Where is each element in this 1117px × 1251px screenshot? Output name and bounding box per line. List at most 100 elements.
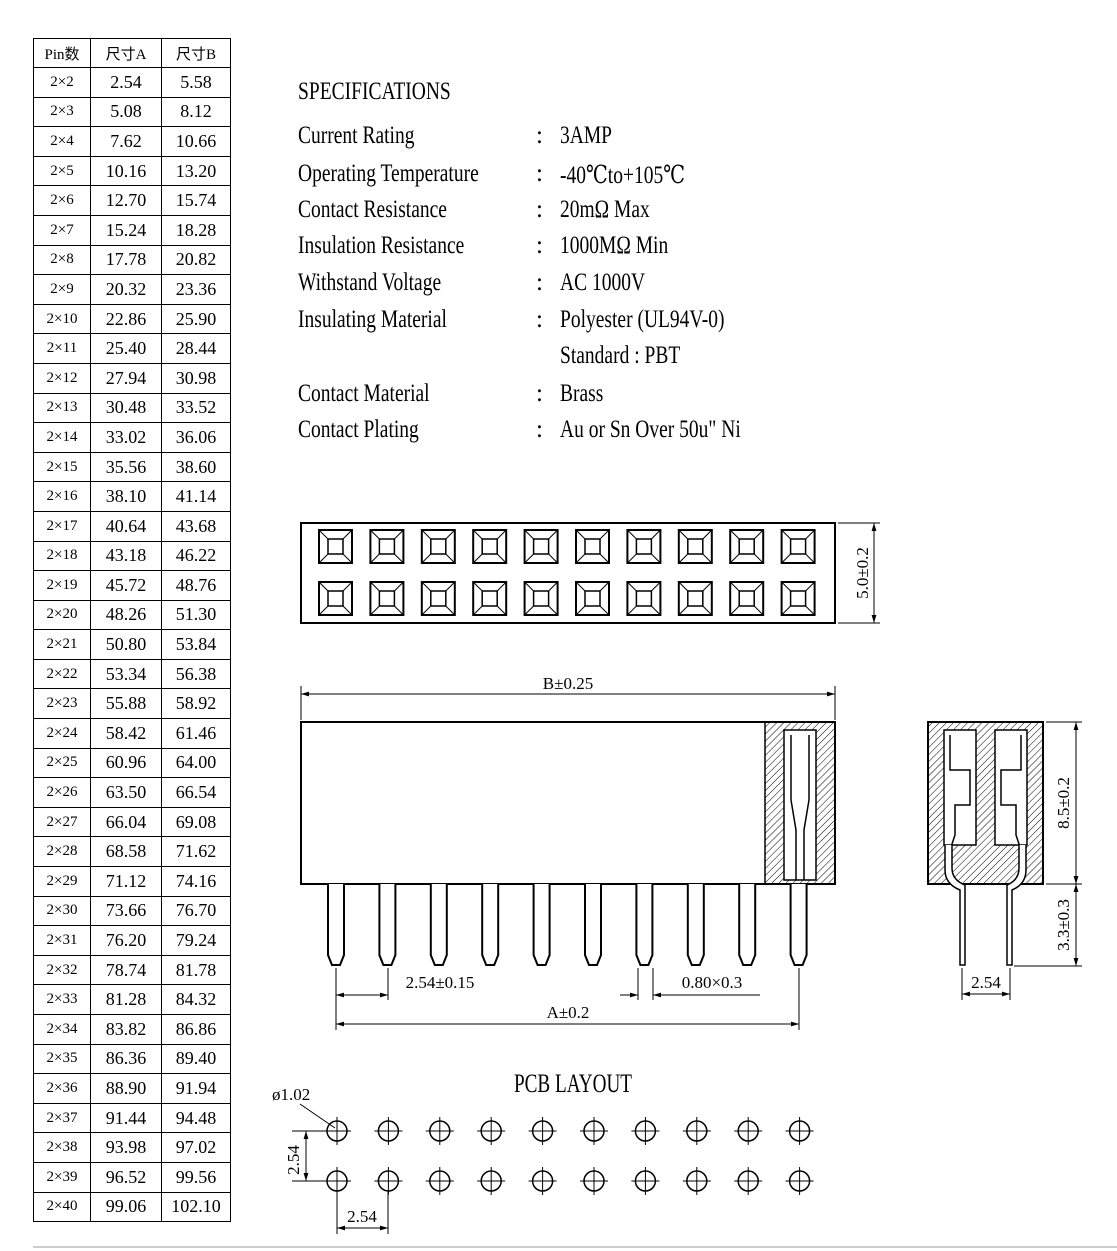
cell-pin-count: 2×38 [33,1132,91,1163]
contact-cell [523,529,559,564]
contact-cell [472,529,508,564]
cell-pin-count: 2×40 [33,1191,91,1223]
header-dim-b: 尺寸B [161,38,231,68]
cell-dim-a: 68.58 [90,836,162,868]
top-view-outline [300,522,836,624]
spec-colon: : [536,160,543,187]
pin [635,884,654,966]
pcb-hole [323,1117,351,1145]
spec-label: Insulating Material [298,306,447,333]
cell-pin-count: 2×23 [33,688,91,720]
contact-cell [626,581,662,616]
cell-dim-a: 15.24 [90,214,162,246]
cell-dim-a: 91.44 [90,1102,162,1134]
dim-side-pitch-label: 2.54 [971,973,1001,992]
cell-dim-a: 48.26 [90,599,162,631]
contact-cell [523,581,559,616]
contact-cell [472,581,508,616]
spec-value: Polyester (UL94V-0) [560,306,725,333]
cell-dim-b: 74.16 [161,866,231,897]
pin [686,884,705,966]
dim-body-height-label: 8.5±0.2 [1054,777,1073,829]
side-cavity-left [943,729,977,846]
cell-dim-b: 38.60 [161,451,231,483]
cell-pin-count: 2×3 [33,96,91,128]
pcb-hole [785,1117,814,1145]
leader-line [299,1103,336,1129]
top-view-contacts [318,529,816,616]
cell-dim-a: 63.50 [90,777,162,808]
spec-value: -40℃to+105℃ [560,162,686,189]
contact-cell [369,529,405,564]
pin [532,884,551,966]
front-view: B±0.25 2.54±0.15 0.80×0.3 A±0.2 [300,674,836,1030]
cell-dim-b: 79.24 [161,925,231,956]
cell-dim-b: 53.84 [161,629,231,660]
cell-dim-a: 76.20 [90,925,162,956]
contact-cell [369,581,405,616]
pcb-col-pitch-label: 2.54 [347,1207,377,1226]
cell-pin-count: 2×26 [33,777,91,808]
pin [327,884,345,966]
specifications-title: SPECIFICATIONS [298,78,451,105]
cell-pin-count: 2×11 [33,333,91,364]
spec-label: Contact Resistance [298,196,447,223]
cell-pin-count: 2×18 [33,540,91,572]
spec-label: Insulation Resistance [298,232,465,259]
contact-cell [677,529,713,564]
pcb-hole [682,1167,711,1195]
header-dim-a: 尺寸A [90,38,162,68]
cell-dim-b: 84.32 [161,984,231,1015]
contact-cell [575,581,610,616]
contact-cell [420,529,456,564]
side-cavity-right [994,729,1028,846]
cell-pin-count: 2×19 [33,570,91,601]
contact-cell [780,581,816,616]
cell-dim-b: 30.98 [161,362,231,394]
contact-cell [420,581,456,616]
cell-dim-a: 35.56 [90,451,162,483]
contact-cell [780,529,816,564]
pin [481,884,500,966]
spec-value: 3AMP [560,122,613,149]
spec-label: Withstand Voltage [298,269,442,296]
cell-pin-count: 2×24 [33,718,91,749]
cell-pin-count: 2×15 [33,451,91,483]
pcb-hole [477,1167,506,1195]
side-pin-right [1006,845,1027,966]
cell-pin-count: 2×4 [33,126,91,157]
cell-dim-a: 58.42 [90,718,162,749]
spec-colon: : [536,232,543,259]
dim-height-top-label: 5.0±0.2 [853,547,872,599]
cell-pin-count: 2×6 [33,185,91,216]
cell-pin-count: 2×21 [33,629,91,660]
cell-dim-a: 73.66 [90,895,162,927]
cell-dim-b: 25.90 [161,303,231,335]
pin [378,884,397,966]
cell-dim-a: 30.48 [90,392,162,424]
front-section-cavity [783,729,817,881]
